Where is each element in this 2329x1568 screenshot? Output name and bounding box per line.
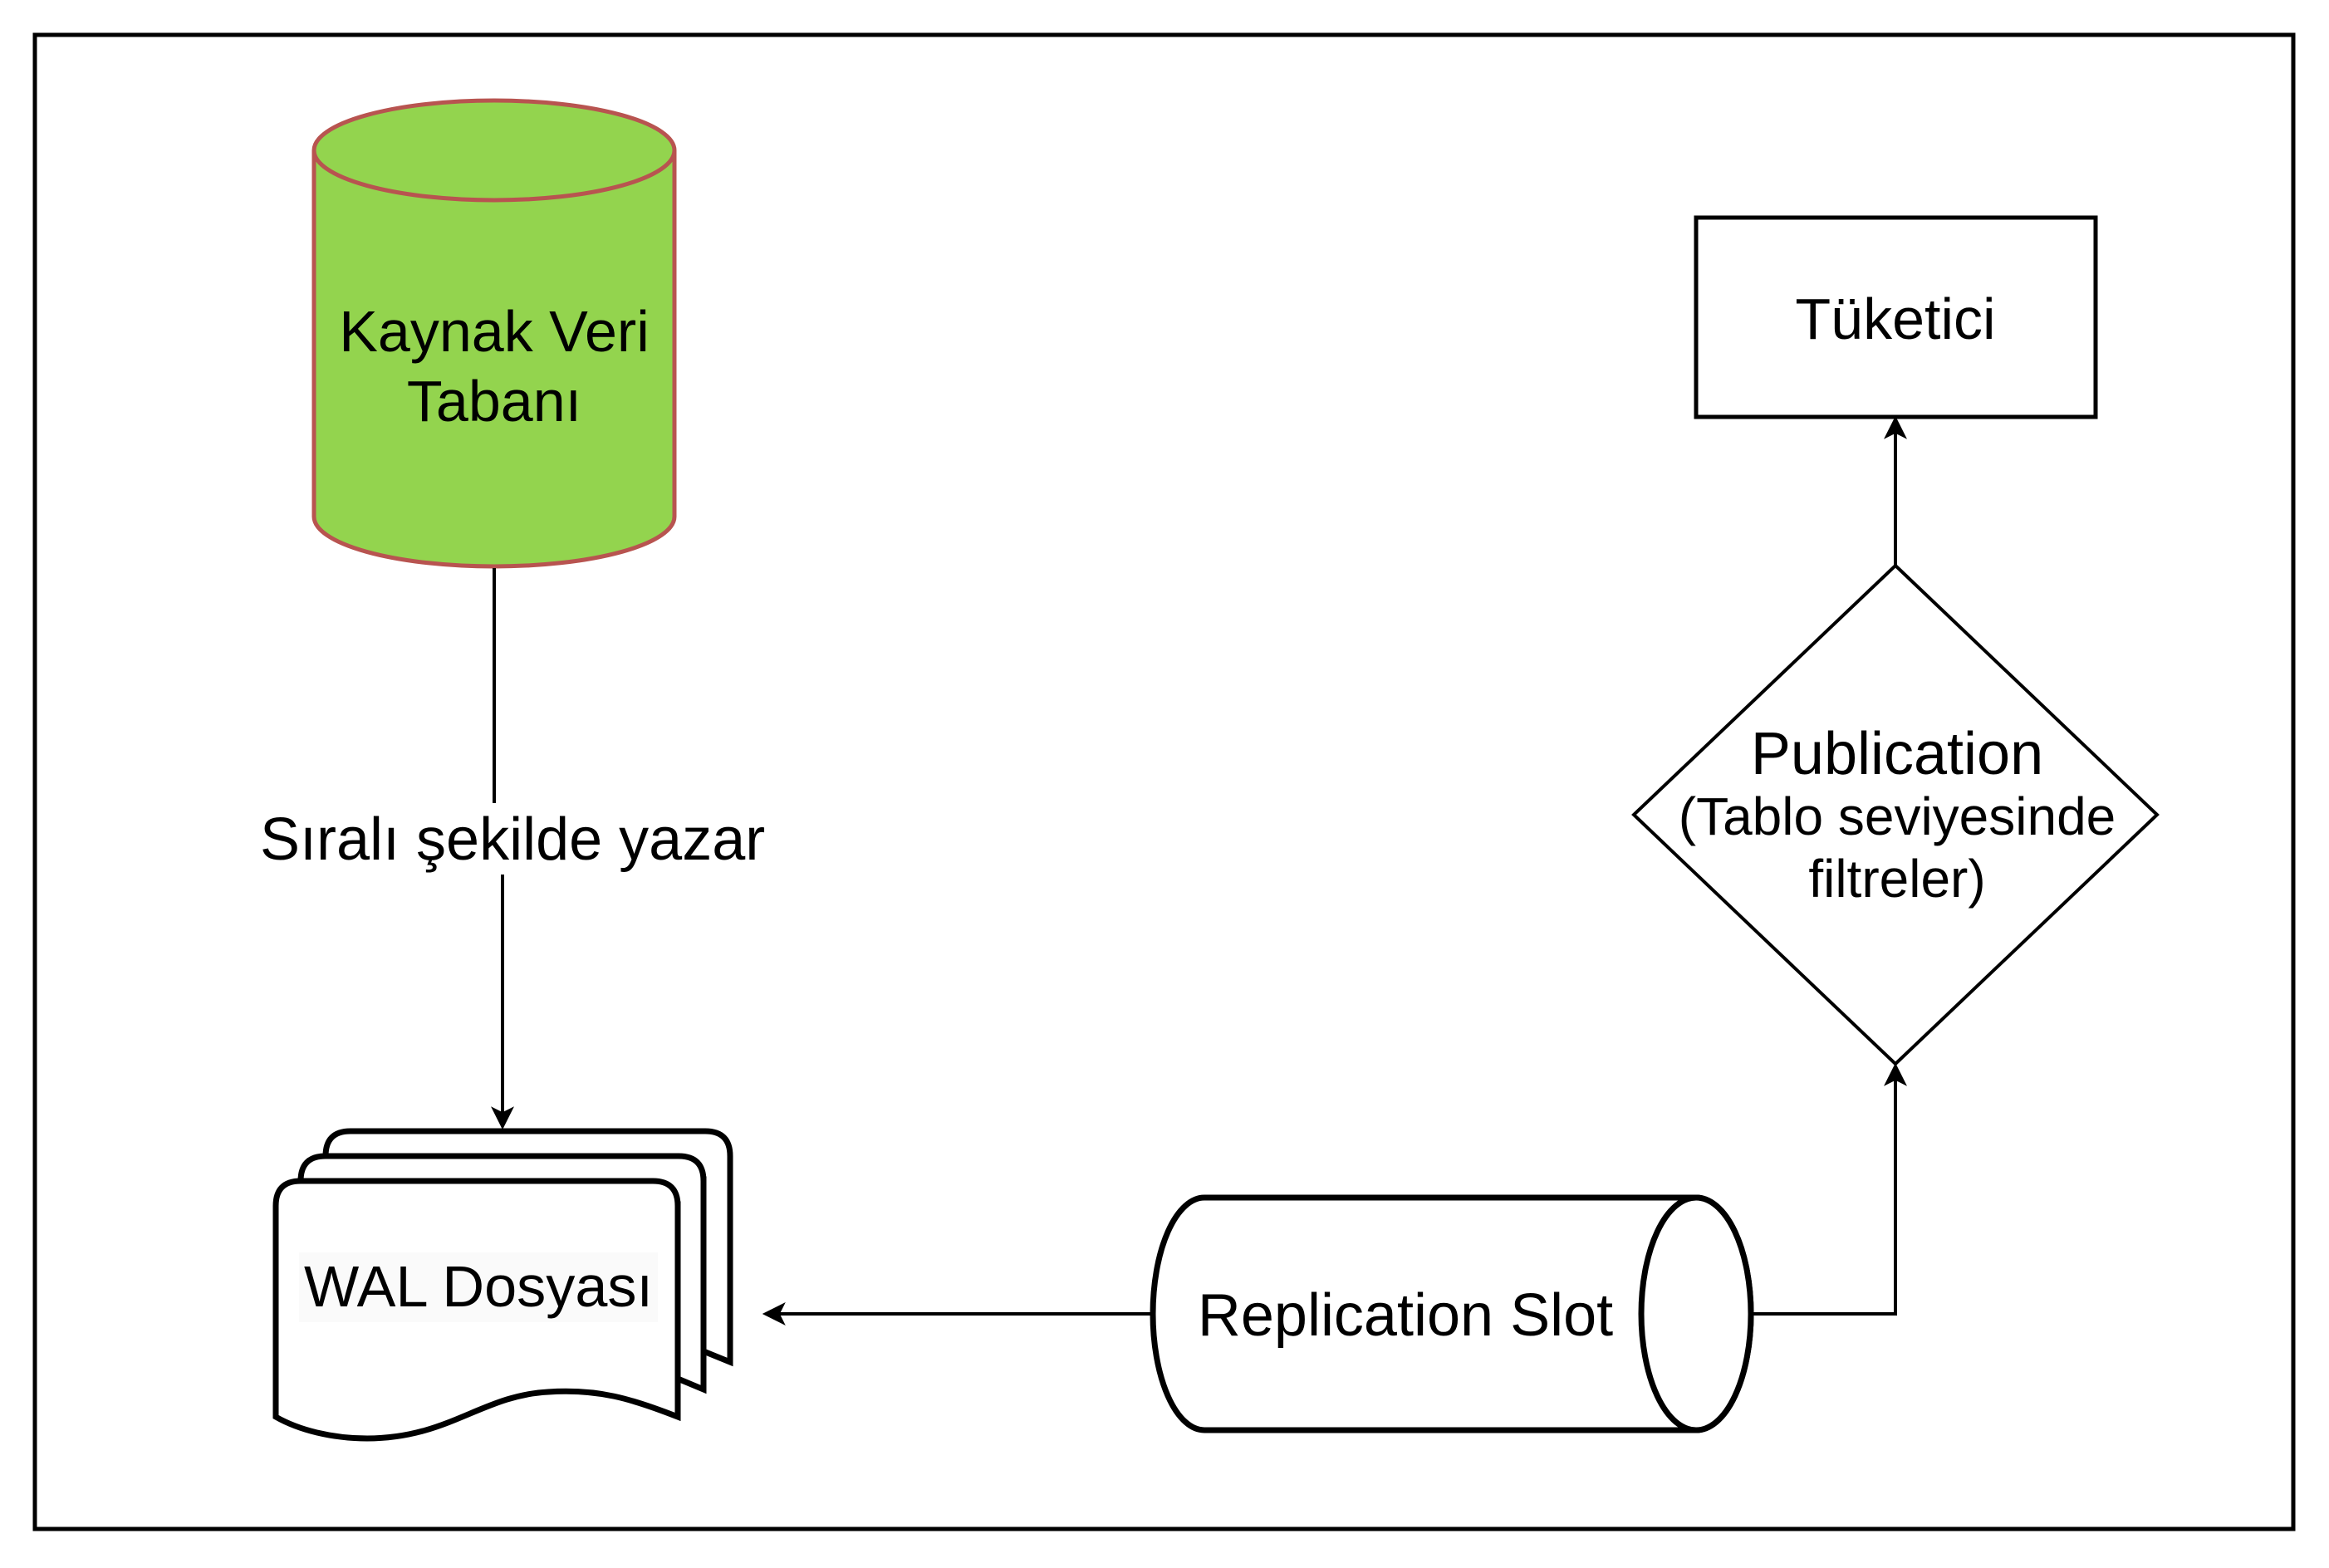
- wal-label-background: [299, 1252, 658, 1322]
- wal-files-label: WAL Dosyası: [304, 1254, 653, 1319]
- edge-slot-to-publication[interactable]: [1753, 1062, 1907, 1316]
- replication-slot-label: Replication Slot: [1198, 1282, 1613, 1349]
- decision-diamond-icon: [1631, 563, 2160, 1066]
- wal-files-node[interactable]: WAL Dosyası: [272, 1128, 733, 1442]
- source-database-node[interactable]: Kaynak Veri Tabanı: [311, 98, 677, 569]
- publication-label-line-1: Publication: [1751, 721, 2043, 787]
- publication-label-line-2: (Tablo seviyesinde: [1679, 786, 2116, 846]
- edge-label-writes-sequentially: Sıralı şekilde yazar: [260, 806, 765, 873]
- consumer-box: [1694, 215, 2098, 419]
- consumer-node[interactable]: Tüketici: [1694, 215, 2098, 419]
- publication-label-line-3: filtreler): [1808, 849, 1985, 909]
- source-database-label-line-1: Kaynak Veri: [339, 299, 650, 364]
- consumer-label: Tüketici: [1795, 287, 1995, 351]
- database-cylinder-icon: [311, 98, 677, 569]
- horizontal-cylinder-end-cap: [1638, 1194, 1754, 1433]
- replication-slot-node[interactable]: Replication Slot: [1150, 1194, 1754, 1433]
- source-database-label-line-2: Tabanı: [407, 369, 581, 434]
- edge-slot-to-publication-line: [1753, 1062, 1907, 1316]
- publication-node[interactable]: Publication (Tablo seviyesinde filtreler…: [1631, 563, 2160, 1066]
- edge-db-to-wal[interactable]: Sıralı şekilde yazar: [260, 568, 765, 1130]
- database-cylinder-rim: [311, 149, 677, 203]
